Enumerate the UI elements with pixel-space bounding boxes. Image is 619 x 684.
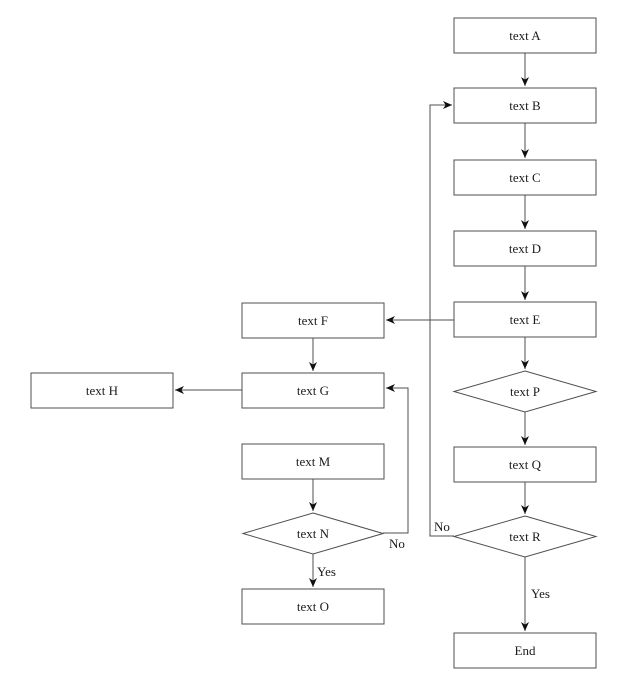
text-p-shape [452, 370, 598, 413]
text-r-label: text R [509, 529, 541, 544]
node-text-c: text C [453, 159, 597, 196]
text-o-label: text O [297, 599, 329, 614]
node-end: End [453, 632, 597, 669]
text-q-shape [453, 446, 597, 483]
text-m-shape [241, 443, 385, 480]
node-text-a: text A [453, 17, 597, 54]
edge-label-text-r-to-end: Yes [531, 586, 550, 601]
text-c-label: text C [509, 170, 540, 185]
text-r-shape [452, 515, 598, 558]
node-text-r: text R [452, 515, 598, 558]
text-b-label: text B [509, 98, 541, 113]
text-n-shape [241, 512, 385, 555]
node-text-e: text E [453, 301, 597, 338]
text-g-label: text G [297, 383, 329, 398]
text-d-label: text D [509, 241, 541, 256]
text-e-shape [453, 301, 597, 338]
edges-layer [175, 53, 529, 631]
node-text-h: text H [30, 372, 174, 409]
node-text-p: text P [452, 370, 598, 413]
text-c-shape [453, 159, 597, 196]
text-a-label: text A [509, 28, 541, 43]
node-text-b: text B [453, 87, 597, 124]
text-o-shape [241, 588, 385, 625]
edge-text-n-to-text-g [383, 384, 409, 534]
nodes-layer: text A text B text C text D text E text P text… [30, 17, 598, 669]
edge-label-text-r-to-text-b: No [434, 519, 450, 534]
text-g-shape [241, 372, 385, 409]
edge-label-text-n-to-text-g: No [389, 536, 405, 551]
end-shape [453, 632, 597, 669]
text-h-shape [30, 372, 174, 409]
text-f-label: text F [298, 313, 328, 328]
text-q-label: text Q [509, 457, 542, 472]
text-h-label: text H [86, 383, 118, 398]
text-f-shape [241, 302, 385, 339]
node-text-o: text O [241, 588, 385, 625]
text-a-shape [453, 17, 597, 54]
end-label: End [515, 643, 536, 658]
node-text-m: text M [241, 443, 385, 480]
text-e-label: text E [510, 312, 541, 327]
text-d-shape [453, 230, 597, 267]
text-m-label: text M [296, 454, 331, 469]
node-text-d: text D [453, 230, 597, 267]
node-text-f: text F [241, 302, 385, 339]
node-text-g: text G [241, 372, 385, 409]
text-n-label: text N [297, 526, 330, 541]
text-p-label: text P [510, 384, 540, 399]
edge-text-r-to-text-b [429, 101, 454, 537]
text-b-shape [453, 87, 597, 124]
edge-label-text-n-to-text-o: Yes [317, 564, 336, 579]
node-text-n: text N [241, 512, 385, 555]
node-text-q: text Q [453, 446, 597, 483]
